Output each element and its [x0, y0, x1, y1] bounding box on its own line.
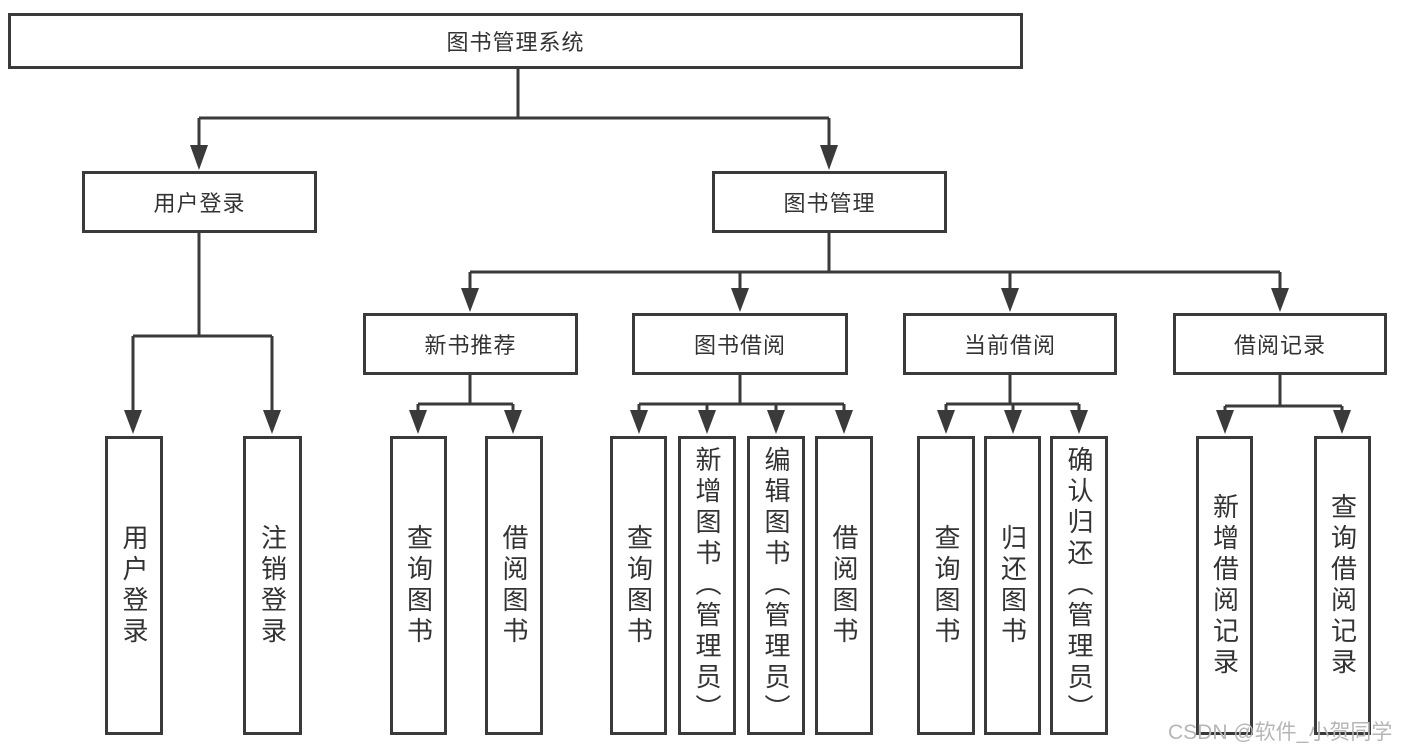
connector-recommend-leaves: [416, 375, 515, 424]
watermark: CSDN @软件_小贺同学: [1168, 721, 1393, 744]
node-leaf-edit-book-admin: 编辑图书（管理员）: [747, 436, 805, 735]
connector-mgmt-to-l3: [468, 233, 1282, 302]
node-leaf-borrow-books-recommend-label: 借阅图书: [499, 523, 529, 648]
node-leaf-user-login: 用户登录: [105, 436, 163, 735]
node-leaf-logout-label: 注销登录: [257, 523, 288, 648]
node-leaf-add-book-admin-label: 新增图书（管理员）: [692, 446, 722, 725]
connector-borrow-leaves: [637, 375, 846, 424]
node-book-borrowing-label: 图书借阅: [693, 333, 786, 358]
node-leaf-add-borrow-record: 新增借阅记录: [1196, 436, 1253, 735]
node-root: 图书管理系统: [8, 13, 1023, 69]
node-leaf-user-login-label: 用户登录: [119, 523, 149, 648]
node-borrowing-records-label: 借阅记录: [1233, 333, 1326, 358]
node-borrowing-records: 借阅记录: [1173, 313, 1387, 375]
node-new-book-recommend: 新书推荐: [363, 313, 578, 375]
node-current-borrowing-label: 当前借阅: [963, 333, 1056, 358]
node-book-management: 图书管理: [712, 171, 947, 233]
node-leaf-confirm-return-admin-label: 确认归还（管理员）: [1064, 446, 1094, 725]
node-leaf-return-book-label: 归还图书: [997, 523, 1028, 648]
node-root-label: 图书管理系统: [446, 30, 585, 55]
connector-root-to-l2: [197, 68, 831, 160]
node-leaf-borrow-books: 借阅图书: [815, 436, 873, 735]
node-leaf-query-books-borrow: 查询图书: [610, 436, 667, 735]
node-new-book-recommend-label: 新书推荐: [424, 333, 517, 358]
node-leaf-query-books-borrow-label: 查询图书: [623, 523, 654, 648]
node-book-management-label: 图书管理: [783, 191, 876, 216]
node-leaf-borrow-books-label: 借阅图书: [829, 523, 859, 648]
arrowheads: [124, 145, 1351, 434]
node-leaf-query-borrow-record-label: 查询借阅记录: [1327, 492, 1358, 679]
node-leaf-add-borrow-record-label: 新增借阅记录: [1209, 492, 1240, 679]
node-leaf-query-books-current: 查询图书: [917, 436, 975, 735]
node-leaf-logout: 注销登录: [243, 436, 302, 735]
node-leaf-borrow-books-recommend: 借阅图书: [485, 436, 543, 735]
connector-login-to-leaves: [131, 233, 274, 424]
node-leaf-edit-book-admin-label: 编辑图书（管理员）: [761, 446, 791, 725]
node-leaf-query-borrow-record: 查询借阅记录: [1314, 436, 1371, 735]
node-book-borrowing: 图书借阅: [632, 313, 848, 375]
node-leaf-add-book-admin: 新增图书（管理员）: [678, 436, 736, 735]
node-leaf-query-books-recommend-label: 查询图书: [403, 523, 434, 648]
node-leaf-query-books-current-label: 查询图书: [931, 523, 961, 648]
node-leaf-query-books-recommend: 查询图书: [390, 436, 447, 735]
node-user-login: 用户登录: [82, 171, 317, 233]
connector-records-leaves: [1223, 375, 1344, 424]
node-user-login-label: 用户登录: [153, 191, 246, 216]
node-current-borrowing: 当前借阅: [903, 313, 1117, 375]
node-leaf-confirm-return-admin: 确认归还（管理员）: [1050, 436, 1108, 735]
node-leaf-return-book: 归还图书: [984, 436, 1041, 735]
